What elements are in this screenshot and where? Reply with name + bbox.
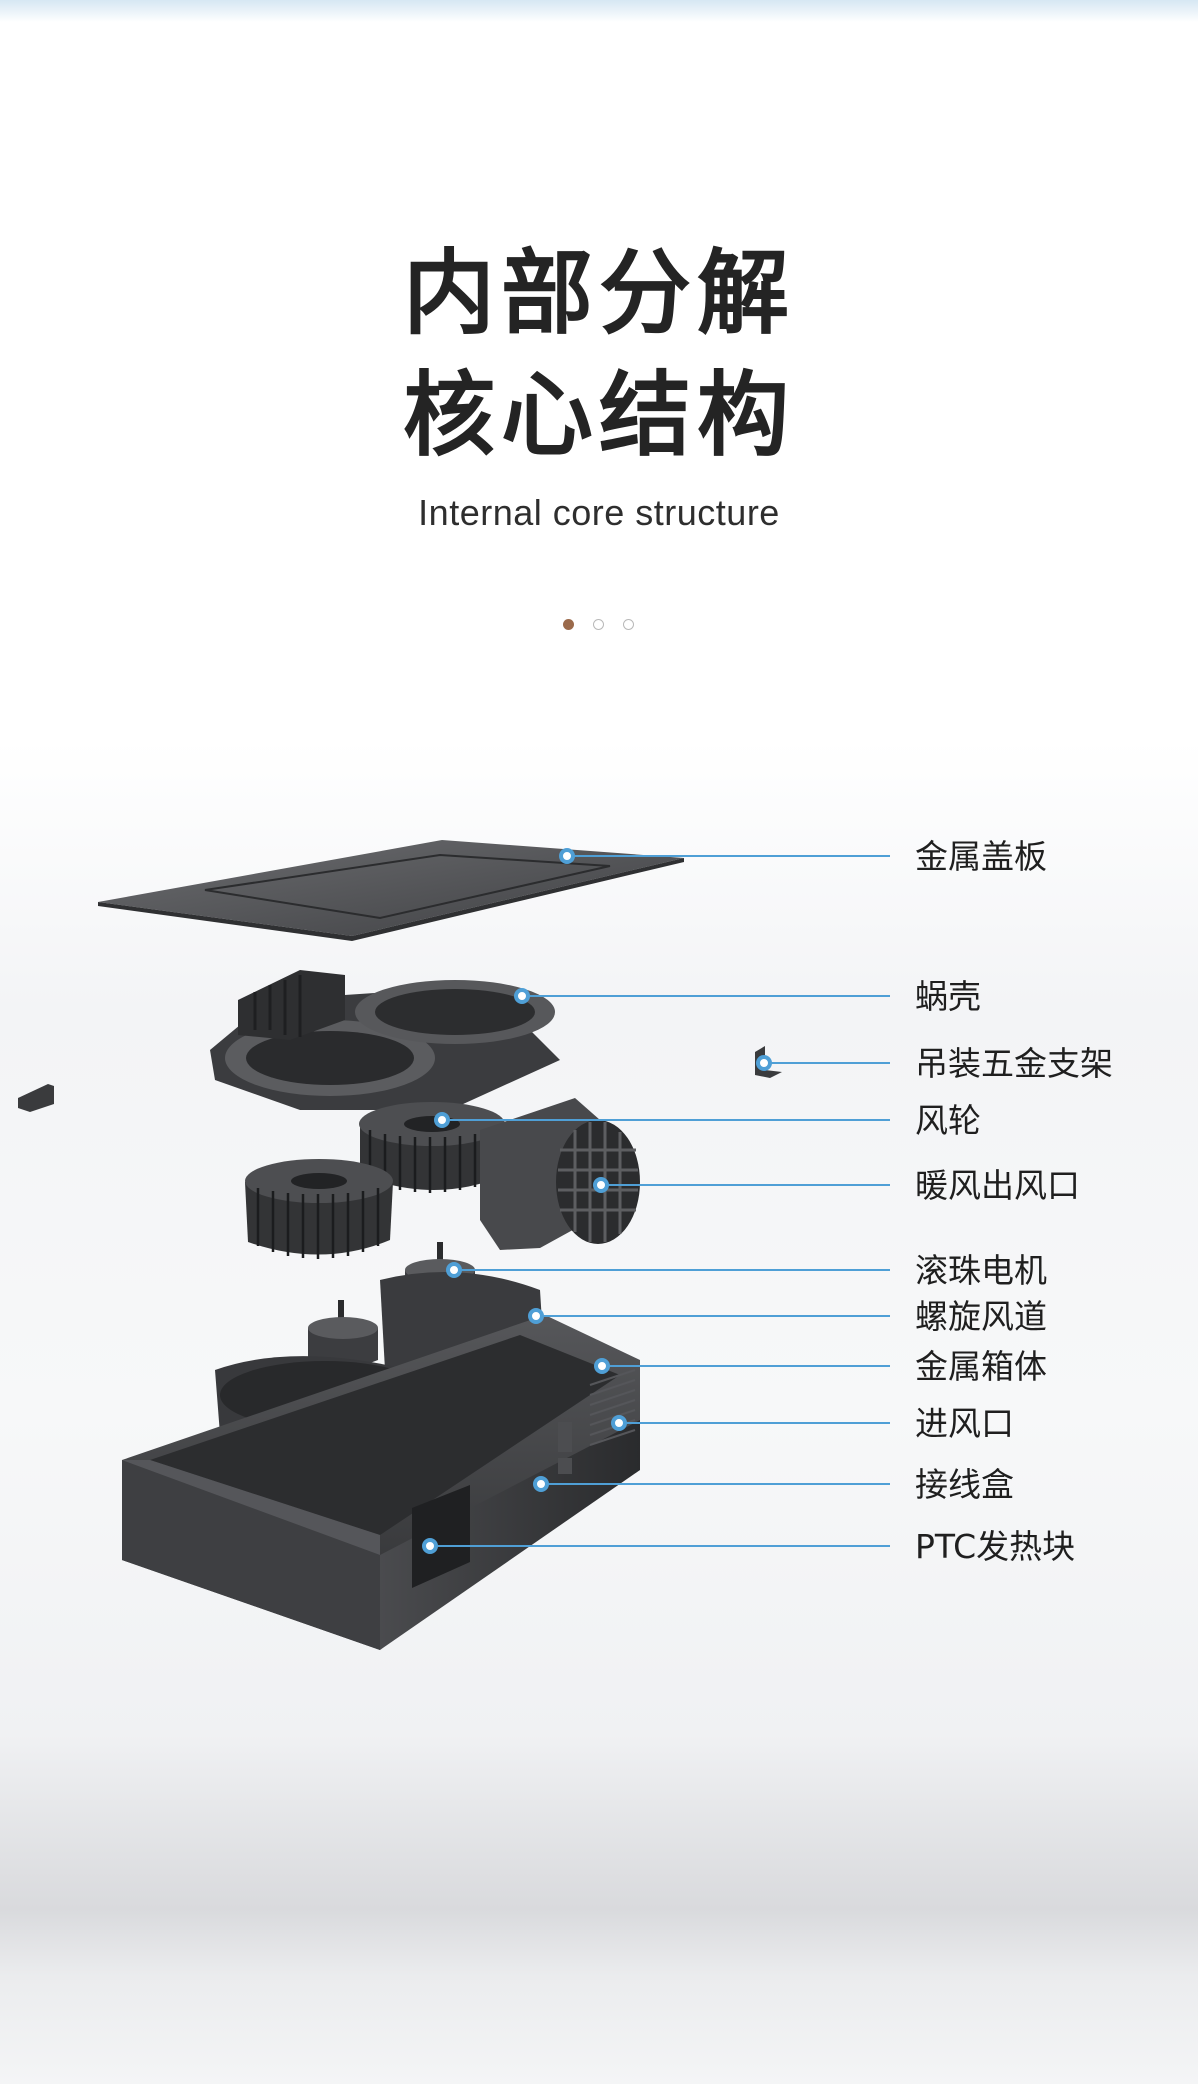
page-title-line-1: 内部分解 bbox=[402, 240, 795, 347]
pager-dot-2[interactable] bbox=[593, 619, 604, 630]
label-metal-box: 金属箱体 bbox=[915, 1347, 1047, 1386]
label-spiral-air-duct: 螺旋风道 bbox=[915, 1297, 1047, 1336]
leader-dot-11 bbox=[422, 1538, 438, 1554]
page-title-line-2: 核心结构 bbox=[402, 362, 795, 469]
metal-cover-plate-icon bbox=[98, 840, 684, 941]
leader-dot-8 bbox=[594, 1358, 610, 1374]
leader-dot-7 bbox=[528, 1308, 544, 1324]
leader-dots bbox=[422, 848, 772, 1554]
top-gradient-strip bbox=[0, 0, 1198, 22]
label-ball-bearing-motor: 滚珠电机 bbox=[915, 1251, 1047, 1290]
label-volute-housing: 蜗壳 bbox=[915, 977, 981, 1016]
leader-dot-10 bbox=[533, 1476, 549, 1492]
leader-dot-4 bbox=[434, 1112, 450, 1128]
leader-dot-3 bbox=[756, 1055, 772, 1071]
page-subtitle: Internal core structure bbox=[418, 492, 780, 533]
pager-dot-3[interactable] bbox=[623, 619, 634, 630]
junction-box-icon bbox=[558, 1422, 572, 1474]
leader-dot-2 bbox=[514, 988, 530, 1004]
pager-dot-1[interactable] bbox=[563, 619, 574, 630]
label-air-inlet: 进风口 bbox=[915, 1404, 1014, 1443]
label-warm-air-outlet: 暖风出风口 bbox=[915, 1166, 1080, 1205]
label-ptc-heating-block: PTC发热块 bbox=[915, 1527, 1076, 1566]
volute-housing-icon bbox=[210, 970, 560, 1110]
leader-dot-5 bbox=[593, 1177, 609, 1193]
leader-dot-1 bbox=[559, 848, 575, 864]
label-fan-wheel: 风轮 bbox=[915, 1101, 981, 1140]
label-junction-box: 接线盒 bbox=[915, 1465, 1014, 1504]
leader-lines bbox=[430, 855, 890, 1547]
leader-dot-9 bbox=[611, 1415, 627, 1431]
label-metal-cover-plate: 金属盖板 bbox=[915, 837, 1047, 876]
fan-wheel-icon bbox=[245, 1102, 505, 1259]
carousel-pager bbox=[560, 619, 650, 635]
label-hanging-bracket: 吊装五金支架 bbox=[915, 1044, 1113, 1083]
metal-box-icon bbox=[122, 1315, 640, 1650]
leader-dot-6 bbox=[446, 1262, 462, 1278]
ptc-heating-block-icon bbox=[412, 1485, 470, 1588]
